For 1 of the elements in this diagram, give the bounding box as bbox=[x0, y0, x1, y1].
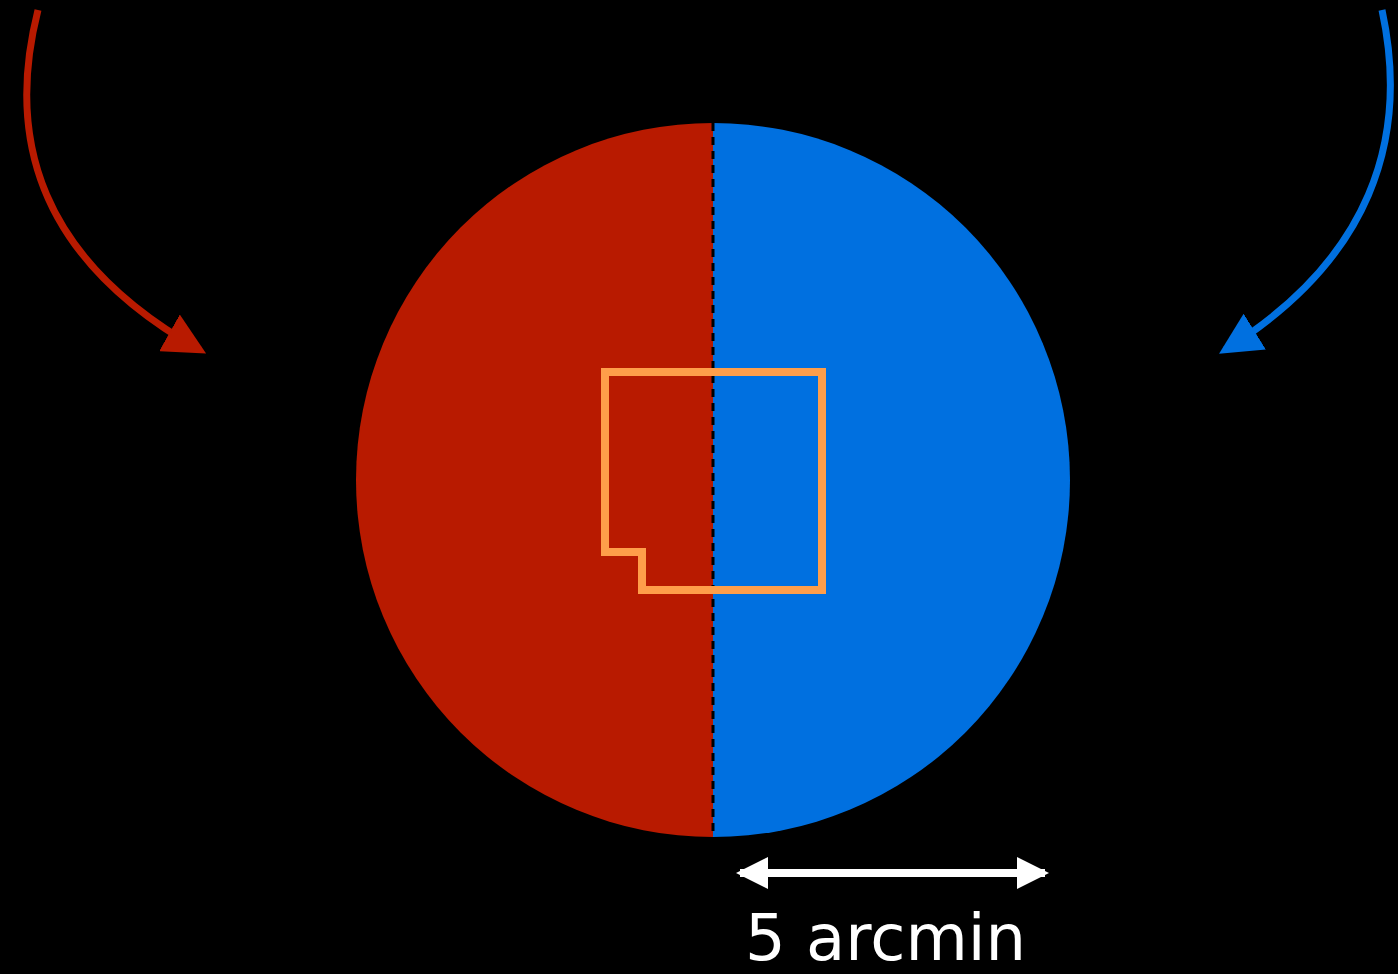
dimension-label: 5 arcmin bbox=[745, 902, 1027, 974]
